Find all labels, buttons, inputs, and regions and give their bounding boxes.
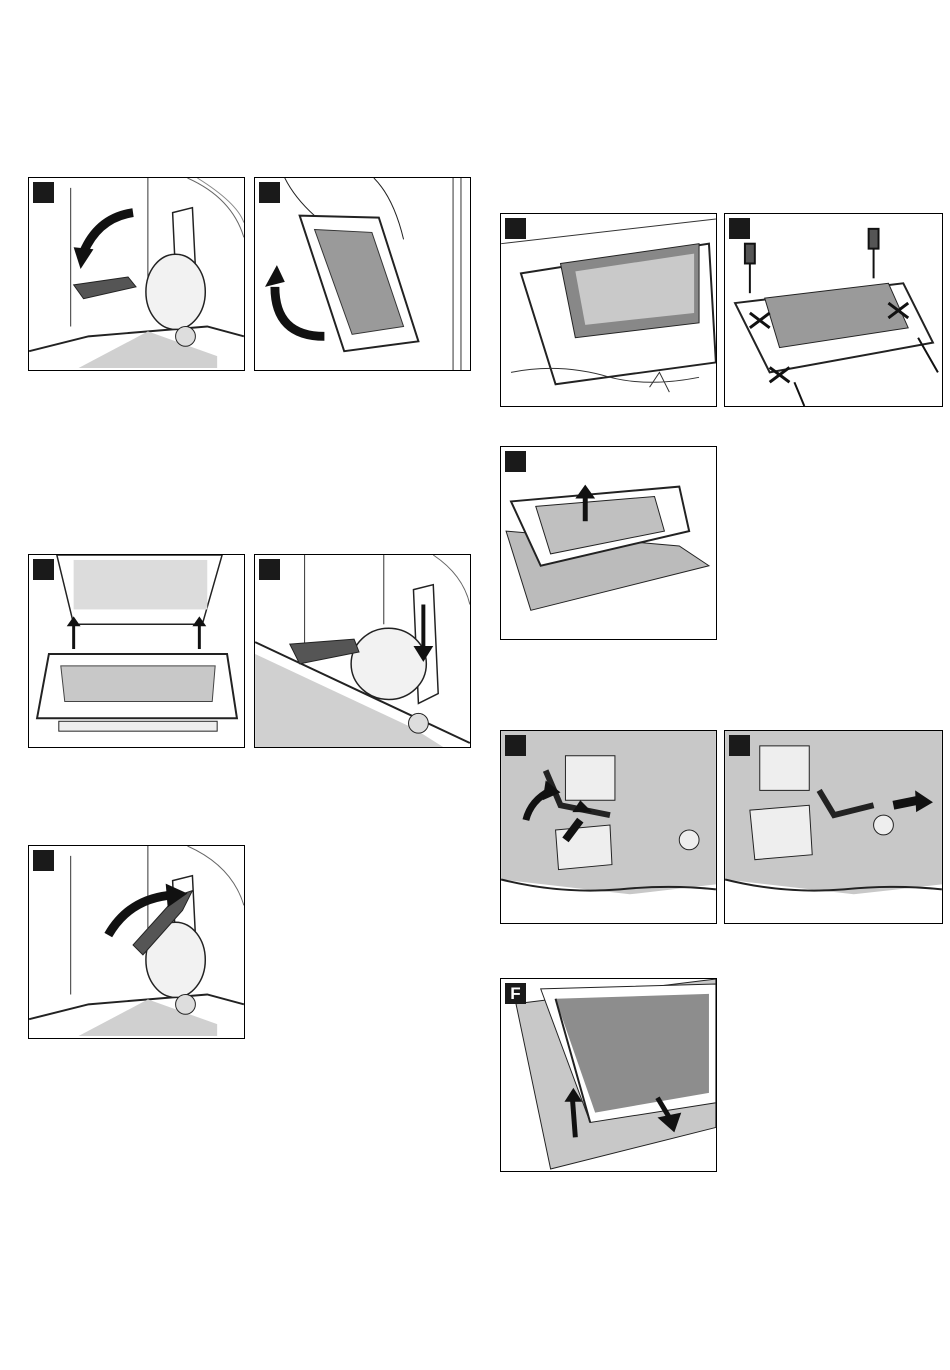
- illustration-panel-glass-slide: F: [500, 978, 717, 1172]
- illustration-panel-door-hooks: [28, 554, 245, 748]
- step-badge: [505, 451, 526, 472]
- step-badge: [259, 182, 280, 203]
- illustration-panel-clip-slide: [724, 730, 943, 924]
- step-badge: [729, 735, 750, 756]
- step-badge: [259, 559, 280, 580]
- illustration-panel-remove-screws: [724, 213, 943, 407]
- step-badge: F: [505, 983, 526, 1004]
- illustration-panel-clip-detach: [500, 730, 717, 924]
- step-badge: [33, 850, 54, 871]
- illustration-panel-lift-glass: [500, 446, 717, 640]
- screwdriver-icon: [745, 229, 879, 293]
- step-badge: [505, 218, 526, 239]
- step-badge: [729, 218, 750, 239]
- illustration-panel-hinge-lever-up: [28, 845, 245, 1039]
- illustration-panel-hinge-lever-down: [28, 177, 245, 371]
- illustration-panel-hinge-lock: [254, 554, 471, 748]
- hinge-lever-illustration: [29, 178, 244, 370]
- curved-arrow-icon: [275, 287, 324, 336]
- step-badge: [33, 559, 54, 580]
- step-badge: [33, 182, 54, 203]
- step-badge: [505, 735, 526, 756]
- illustration-panel-door-inner-glass: [500, 213, 717, 407]
- illustration-panel-lift-door: [254, 177, 471, 371]
- curved-arrow-icon: [84, 213, 133, 253]
